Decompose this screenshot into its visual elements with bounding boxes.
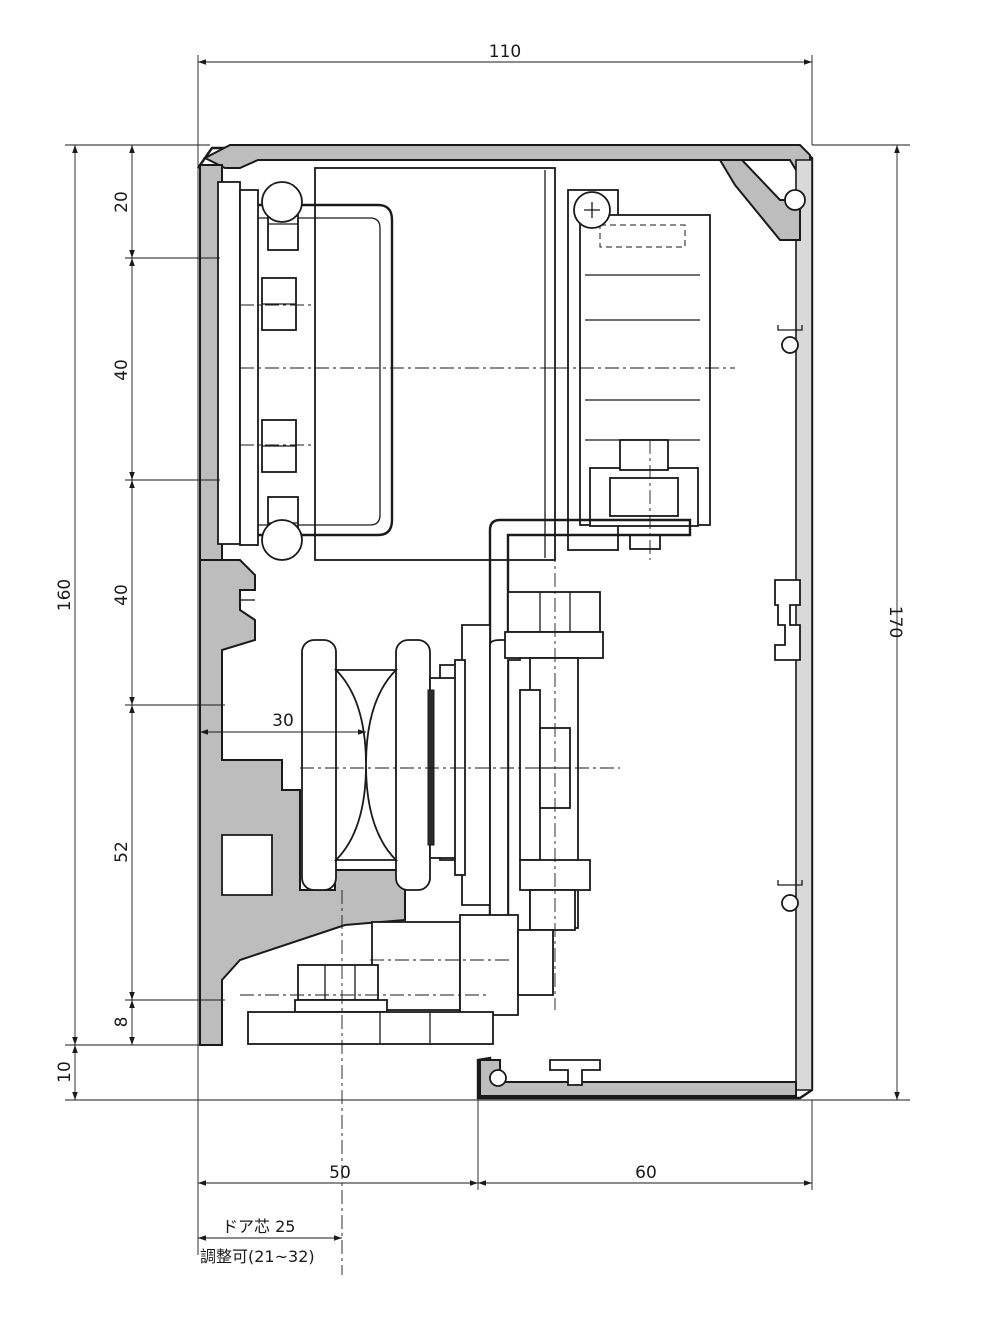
dim-top-width: 110 [489, 42, 521, 62]
dim-left-total: 160 [55, 579, 75, 611]
adjustable-range-note: 調整可(21~32) [200, 1247, 315, 1266]
dim-bottom-offset: 10 [55, 1061, 75, 1083]
center-lines [240, 304, 735, 1275]
left-support-profile [199, 559, 406, 1046]
bolt-group-upper-left [261, 197, 299, 550]
dim-left-seg-4: 52 [112, 841, 132, 863]
main-wheel [301, 639, 466, 891]
guide-block-assembly [217, 167, 556, 561]
upper-roller-box [567, 189, 711, 551]
dim-right-height: 170 [885, 606, 905, 638]
dim-left-seg-5: 8 [112, 1017, 132, 1028]
door-center-note: ドア芯 25 [222, 1217, 295, 1236]
dimension-lines [65, 55, 910, 1255]
suspension-bolt [504, 591, 604, 931]
dim-bottom-right: 60 [635, 1163, 657, 1183]
dim-left-seg-2: 40 [112, 359, 132, 381]
dim-left-seg-3: 40 [112, 584, 132, 606]
dim-left-seg-1: 20 [112, 191, 132, 213]
dim-bottom-left: 50 [329, 1163, 351, 1183]
dim-wheel-offset: 30 [272, 711, 294, 731]
